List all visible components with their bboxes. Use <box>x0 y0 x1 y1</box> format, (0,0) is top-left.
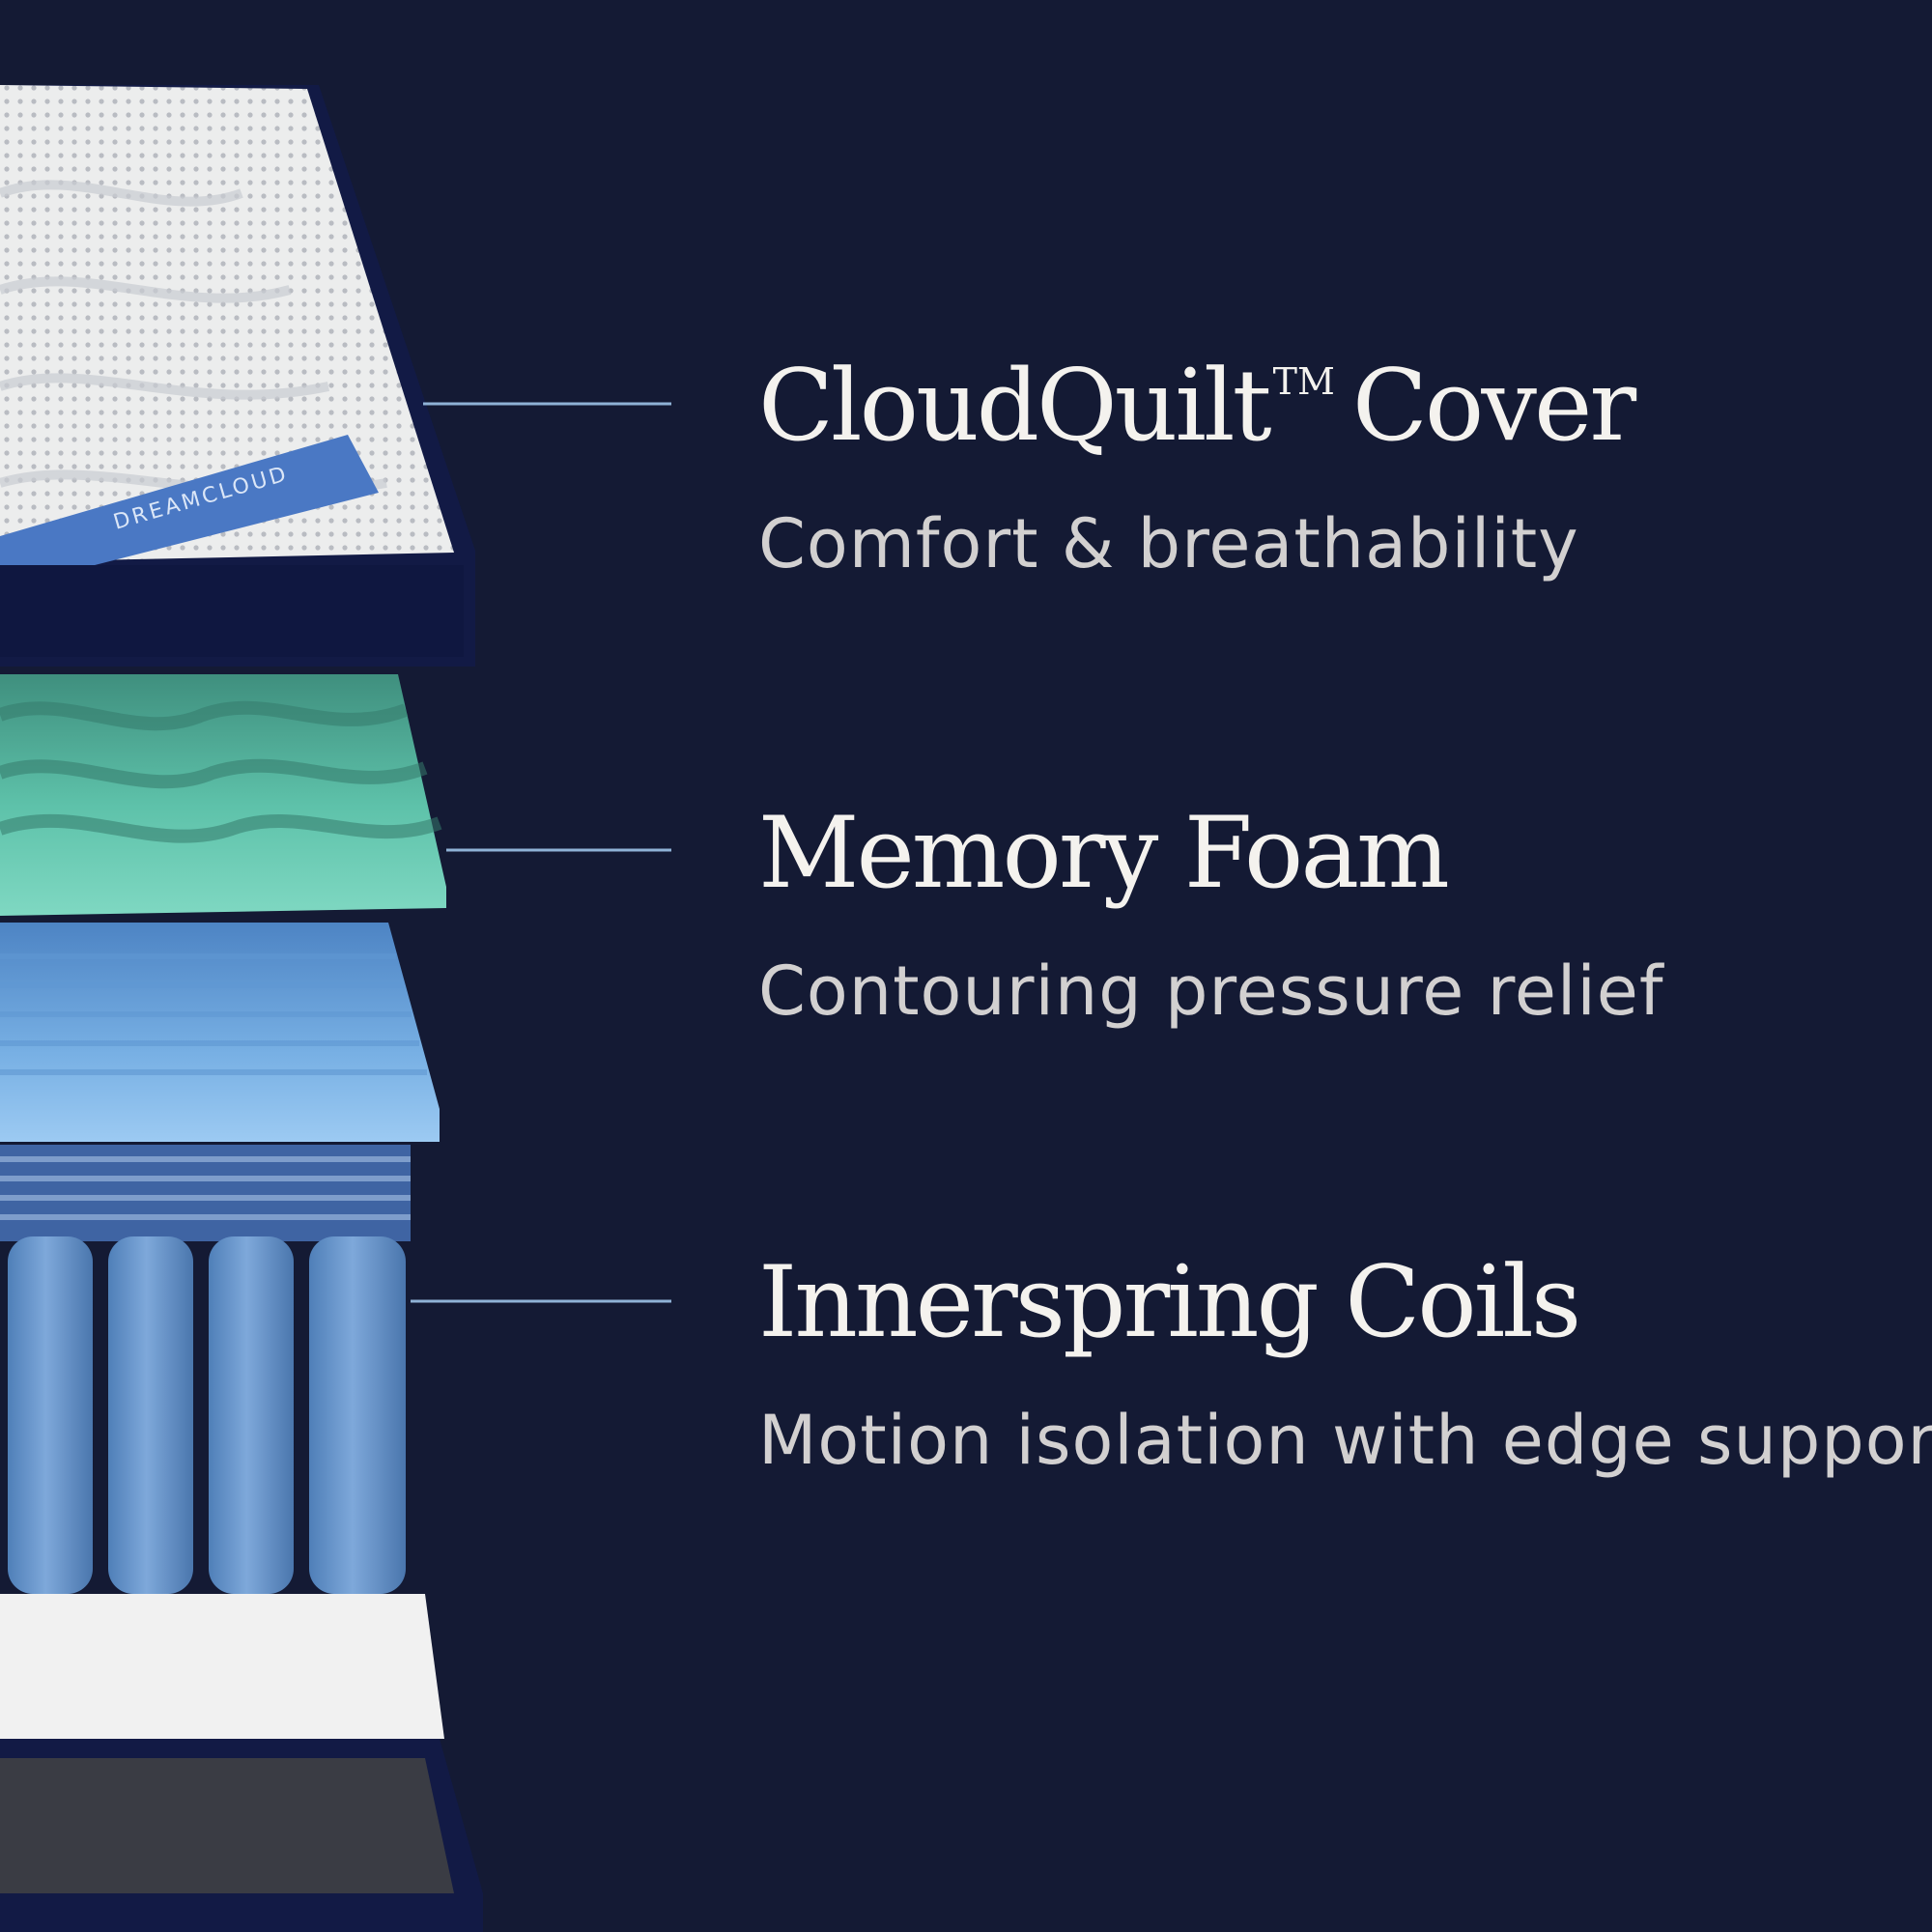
innerspring-coils-label: Innerspring Coils Motion isolation with … <box>758 1245 1932 1480</box>
coil-pocket-3 <box>209 1236 294 1594</box>
cover-side-strip <box>0 565 464 657</box>
blue-foam-grooves <box>0 953 427 1075</box>
cover-brand-band <box>0 435 379 589</box>
layer-title: Innerspring Coils <box>758 1245 1581 1360</box>
coil-pocket-4 <box>309 1236 406 1594</box>
innerspring-coils-layer <box>0 1145 411 1594</box>
memory-foam-layer <box>0 674 446 916</box>
coil-pocket-1 <box>8 1236 93 1594</box>
memory-foam-contours <box>0 700 442 843</box>
trademark-mark: TM <box>1272 360 1335 403</box>
cover-quilt-waves <box>0 180 387 497</box>
blue-foam-slab <box>0 923 440 1142</box>
layer-title: Memory Foam <box>758 796 1450 911</box>
layer-subtitle: Comfort & breathability <box>758 504 1579 583</box>
blue-foam-layer <box>0 923 440 1142</box>
base-mesh <box>0 1758 454 1893</box>
layer-subtitle: Contouring pressure relief <box>758 952 1664 1031</box>
base-foam-slab <box>0 1594 444 1739</box>
memory-foam-slab <box>0 674 446 916</box>
cloudquilt-cover-layer: DREAMCLOUD <box>0 85 475 667</box>
layer-subtitle: Motion isolation with edge support <box>758 1401 1932 1480</box>
coil-pocket-2 <box>108 1236 193 1594</box>
memory-foam-label: Memory Foam Contouring pressure relief <box>758 796 1664 1031</box>
base-layers <box>0 1594 483 1932</box>
coil-top-ridges <box>0 1156 411 1220</box>
